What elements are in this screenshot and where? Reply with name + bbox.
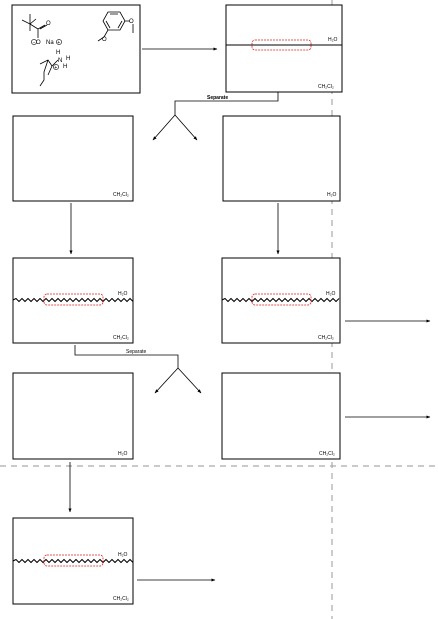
dimethoxybenzene-structure <box>97 11 134 42</box>
separate-connector-1 <box>152 92 279 141</box>
step3-left-box: H₂O CH₂Cl₂ <box>12 257 134 344</box>
box-frame <box>12 517 134 605</box>
ammonium-structure <box>39 59 59 87</box>
solvent-label: H₂O <box>327 192 337 198</box>
emulsion-layer <box>43 293 104 306</box>
top-solvent-label: H₂O <box>118 291 128 297</box>
top-solvent-label: H₂O <box>326 291 336 297</box>
solvent-label: CH₂Cl₂ <box>319 451 335 457</box>
top-solvent-label: H₂O <box>118 552 128 558</box>
bottom-solvent-label: CH₂Cl₂ <box>318 84 334 90</box>
box-frame <box>225 4 343 93</box>
sodium-label: Na <box>46 40 54 46</box>
sodium-pivalate-structure <box>21 14 48 38</box>
solvent-label: CH₂Cl₂ <box>113 192 129 198</box>
separate-label-1: Separate <box>207 95 228 101</box>
amine-h3-label: H <box>63 64 67 70</box>
methoxy-oxygen-2-label: O <box>102 37 107 43</box>
amine-nitrogen-label: N <box>58 58 62 64</box>
sodium-charge-icon <box>56 39 62 45</box>
step1-extraction-box: H₂O CH₂Cl₂ <box>225 4 343 93</box>
box-frame <box>12 257 134 344</box>
top-solvent-label: H₂O <box>328 37 338 43</box>
box-frame <box>12 372 134 460</box>
box-frame <box>11 4 141 94</box>
box-frame <box>12 115 134 202</box>
step5-box: H₂O CH₂Cl₂ <box>12 517 134 605</box>
phase-boundary <box>12 297 134 303</box>
amine-h1-label: H <box>56 50 60 56</box>
emulsion-layer <box>43 554 104 567</box>
bottom-solvent-label: CH₂Cl₂ <box>113 335 129 341</box>
anion-charge-icon <box>31 39 37 45</box>
sodium-charge-label: + <box>57 40 60 46</box>
step2-left-box: CH₂Cl₂ <box>12 115 134 202</box>
ester-oxygen-label: O <box>36 40 41 46</box>
phase-boundary <box>12 558 134 564</box>
carbonyl-oxygen-label: O <box>46 21 51 27</box>
starting-mixture-box: O O − Na + O O N H H H + <box>11 4 141 94</box>
phase-boundary <box>221 297 340 303</box>
amine-h2-label: H <box>66 56 70 62</box>
anion-charge-label: − <box>33 40 36 46</box>
emulsion-layer <box>251 293 312 306</box>
methoxy-oxygen-1-label: O <box>129 19 134 25</box>
separate-connector-2 <box>74 345 202 394</box>
step3-right-box: H₂O CH₂Cl₂ <box>221 257 341 344</box>
box-frame <box>221 372 341 460</box>
bottom-solvent-label: CH₂Cl₂ <box>113 596 129 602</box>
step4-right-box: CH₂Cl₂ <box>221 372 341 460</box>
ammonium-charge-icon <box>53 64 59 70</box>
separate-label-2: Separate <box>126 349 147 355</box>
ammonium-charge-label: + <box>54 65 57 71</box>
step2-right-box: H₂O <box>222 115 341 202</box>
bottom-solvent-label: CH₂Cl₂ <box>318 335 334 341</box>
step4-left-box: H₂O <box>12 372 134 460</box>
solvent-label: H₂O <box>118 451 128 457</box>
box-frame <box>222 115 341 202</box>
